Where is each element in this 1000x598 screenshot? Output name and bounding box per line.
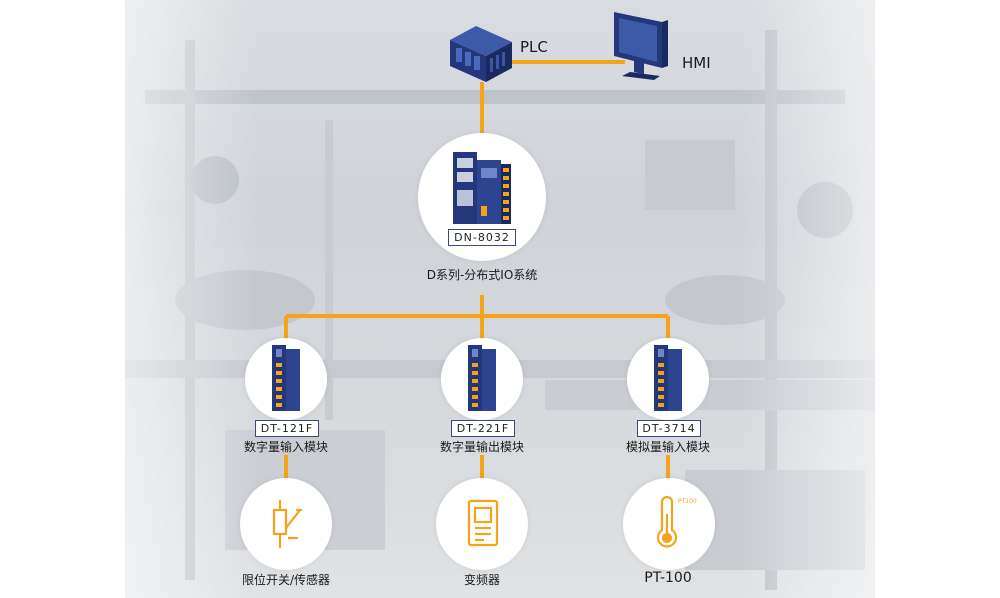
- io-module-icon: [464, 343, 500, 413]
- connector-paths: [284, 60, 670, 485]
- endpoint-node-3: [623, 478, 715, 570]
- plc-rack-icon: [446, 22, 516, 84]
- endpoint-node-2: [436, 478, 528, 570]
- coupler-caption: D系列-分布式IO系统: [426, 268, 538, 282]
- endpoint-2-caption: 变频器: [463, 573, 500, 587]
- frequency-inverter-icon: [466, 498, 500, 548]
- pt100-badge: PT100: [678, 498, 697, 505]
- coupler-module-icon: [451, 150, 513, 228]
- thermometer-icon: [648, 494, 694, 552]
- module-1-caption: 数字量输入模块: [243, 440, 328, 454]
- module-3-model-label: DT-3714: [637, 420, 701, 437]
- module-2-model-label: DT-221F: [451, 420, 515, 437]
- hmi-label: HMI: [682, 54, 711, 72]
- io-module-icon: [650, 343, 686, 413]
- endpoint-3-caption: PT-100: [644, 570, 692, 586]
- endpoint-1-caption: 限位开关/传感器: [241, 573, 331, 587]
- module-3-caption: 模拟量输入模块: [625, 440, 710, 454]
- coupler-model-label: DN-8032: [448, 229, 516, 246]
- io-module-icon: [268, 343, 304, 413]
- module-2-caption: 数字量输出模块: [439, 440, 524, 454]
- monitor-icon: [610, 6, 672, 86]
- limit-switch-icon: [266, 498, 306, 550]
- module-1-model-label: DT-121F: [255, 420, 319, 437]
- plc-label: PLC: [520, 38, 548, 56]
